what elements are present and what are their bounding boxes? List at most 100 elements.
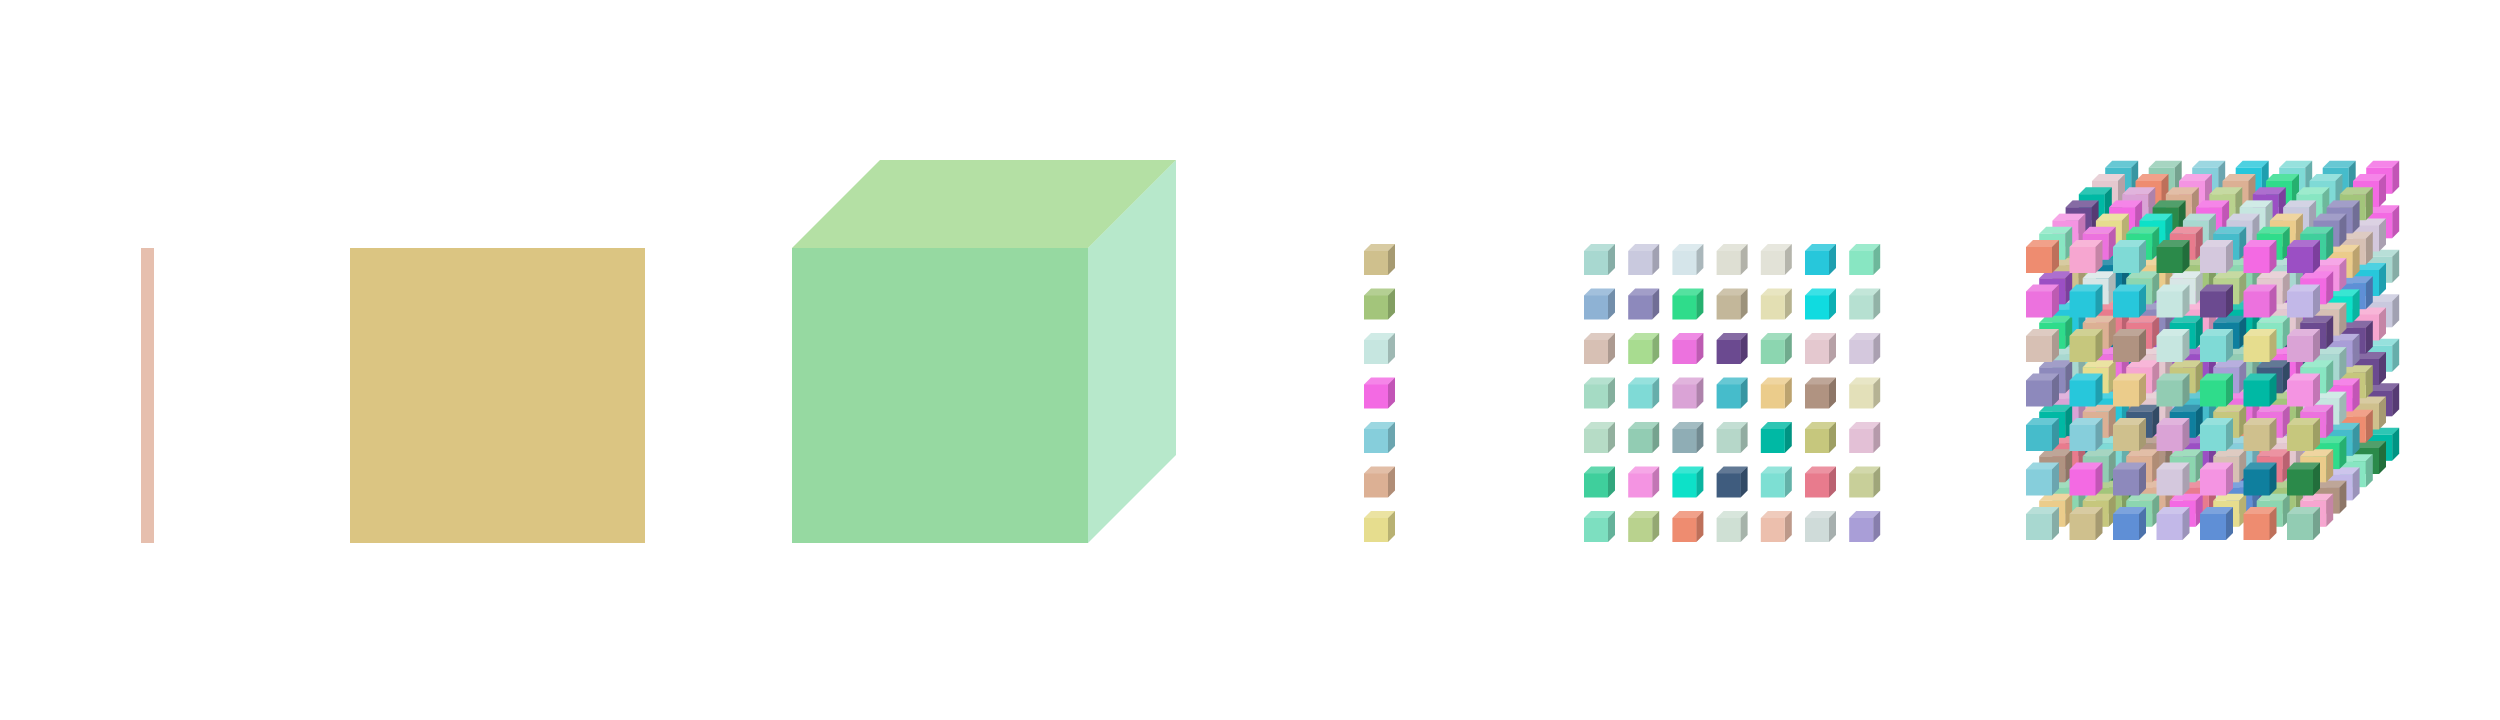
small-cube [1628,422,1660,453]
cube-top-face [2366,338,2400,346]
cube-top-face [2200,373,2233,381]
cube-top-face [1849,288,1881,296]
cube-side-face [2269,462,2277,496]
cube-top-face [2082,493,2116,501]
cube-side-face [2352,467,2360,501]
cube-top-face [2296,187,2330,195]
cube-top-face [2039,226,2073,234]
volume-cube [2200,507,2233,540]
cube-top-face [2287,462,2320,470]
small-cube [1760,377,1792,409]
cube-front-face [2156,380,2183,407]
small-cube [1849,422,1881,453]
volume-cube [2200,240,2233,273]
cube-side-face [1873,333,1881,364]
volume-cube [2156,507,2190,540]
volume-cube [2113,418,2146,451]
cube-side-face [1740,333,1748,364]
cube-top-face [2300,226,2334,234]
cube-top-face [2082,449,2116,457]
cube-front-face [1672,429,1697,453]
cube-top-face [2366,160,2400,168]
cube-top-face [1760,333,1792,340]
cube-front-face [1805,295,1829,320]
cube-top-face [2196,200,2230,208]
cube-front-face [1760,473,1785,498]
cube-top-face [2026,329,2059,336]
cube-front-face [792,248,1088,543]
small-cube [1584,466,1615,498]
cube-top-face [1760,466,1792,474]
volume-cube [2113,507,2146,540]
cube-side-face [2313,462,2320,496]
cube-top-face [2339,409,2373,417]
cube-side-face [2052,240,2059,273]
cube-side-face [1740,511,1748,542]
volume-cube [2287,418,2320,451]
cube-top-face [1716,333,1748,340]
cube-top-face [2126,226,2160,234]
cube-side-face [2139,507,2146,540]
small-cube [1849,511,1881,542]
cube-top-face [2165,187,2199,195]
cube-top-face [2256,360,2290,368]
small-cube [1760,466,1792,498]
cube-top-face [2313,258,2347,266]
small-cube [1584,511,1615,542]
cube-front-face [1716,340,1741,364]
cube-top-face [2313,391,2347,399]
cube-top-face [2113,373,2146,381]
cube-front-face [1760,251,1785,275]
cube-side-face [2182,373,2190,407]
cube-side-face [1829,422,1836,453]
cube-side-face [2182,284,2190,318]
cube-side-face [2226,373,2233,407]
cube-top-face [2169,493,2203,501]
volume-cube [2243,284,2277,318]
cube-front-face [2069,291,2096,318]
cube-top-face [2169,315,2203,323]
cube-top-face [1584,377,1615,385]
cube-front-face [1805,384,1829,409]
cube-side-face [2339,213,2347,247]
cube-top-face [2200,462,2233,470]
cube-top-face [2026,240,2059,247]
cube-side-face [1608,466,1615,498]
cube-front-face [2243,247,2270,273]
cube-top-face [2039,449,2073,457]
rank-3-cube-panel [792,160,1176,543]
cube-front-face [2069,380,2096,407]
cube-top-face [2243,240,2277,247]
cube-top-face [2326,244,2360,252]
cube-front-face [1584,384,1608,409]
cube-front-face [2026,425,2052,451]
cube-side-face [2365,187,2373,221]
cube-front-face [2287,380,2313,407]
volume-cube [2200,462,2233,496]
cube-side-face [2139,329,2146,362]
cube-top-face [2113,462,2146,470]
cube-front-face [1672,251,1697,275]
cube-side-face [2095,507,2103,540]
cube-top-face [1584,288,1615,296]
volume-cube [2069,240,2103,273]
volume-cube [2113,373,2146,407]
cube-side-face [1829,288,1836,320]
cube-top-face [2213,404,2247,412]
cube-side-face [2313,373,2320,407]
cube-front-face [1805,518,1829,542]
cube-front-face [2113,469,2139,496]
cube-side-face [2365,454,2373,488]
cube-front-face [2200,247,2226,273]
cube-front-face [2069,336,2096,362]
cube-top-face [2353,174,2386,181]
square [350,248,645,543]
cube-side-face [1388,333,1395,364]
cube-side-face [2182,240,2190,273]
cube-front-face [1760,429,1785,453]
cube-side-face [1652,422,1660,453]
cube-front-face [1364,518,1388,542]
cube-side-face [1696,422,1704,453]
small-cube [1672,466,1704,498]
cube-top-face [2135,174,2169,181]
